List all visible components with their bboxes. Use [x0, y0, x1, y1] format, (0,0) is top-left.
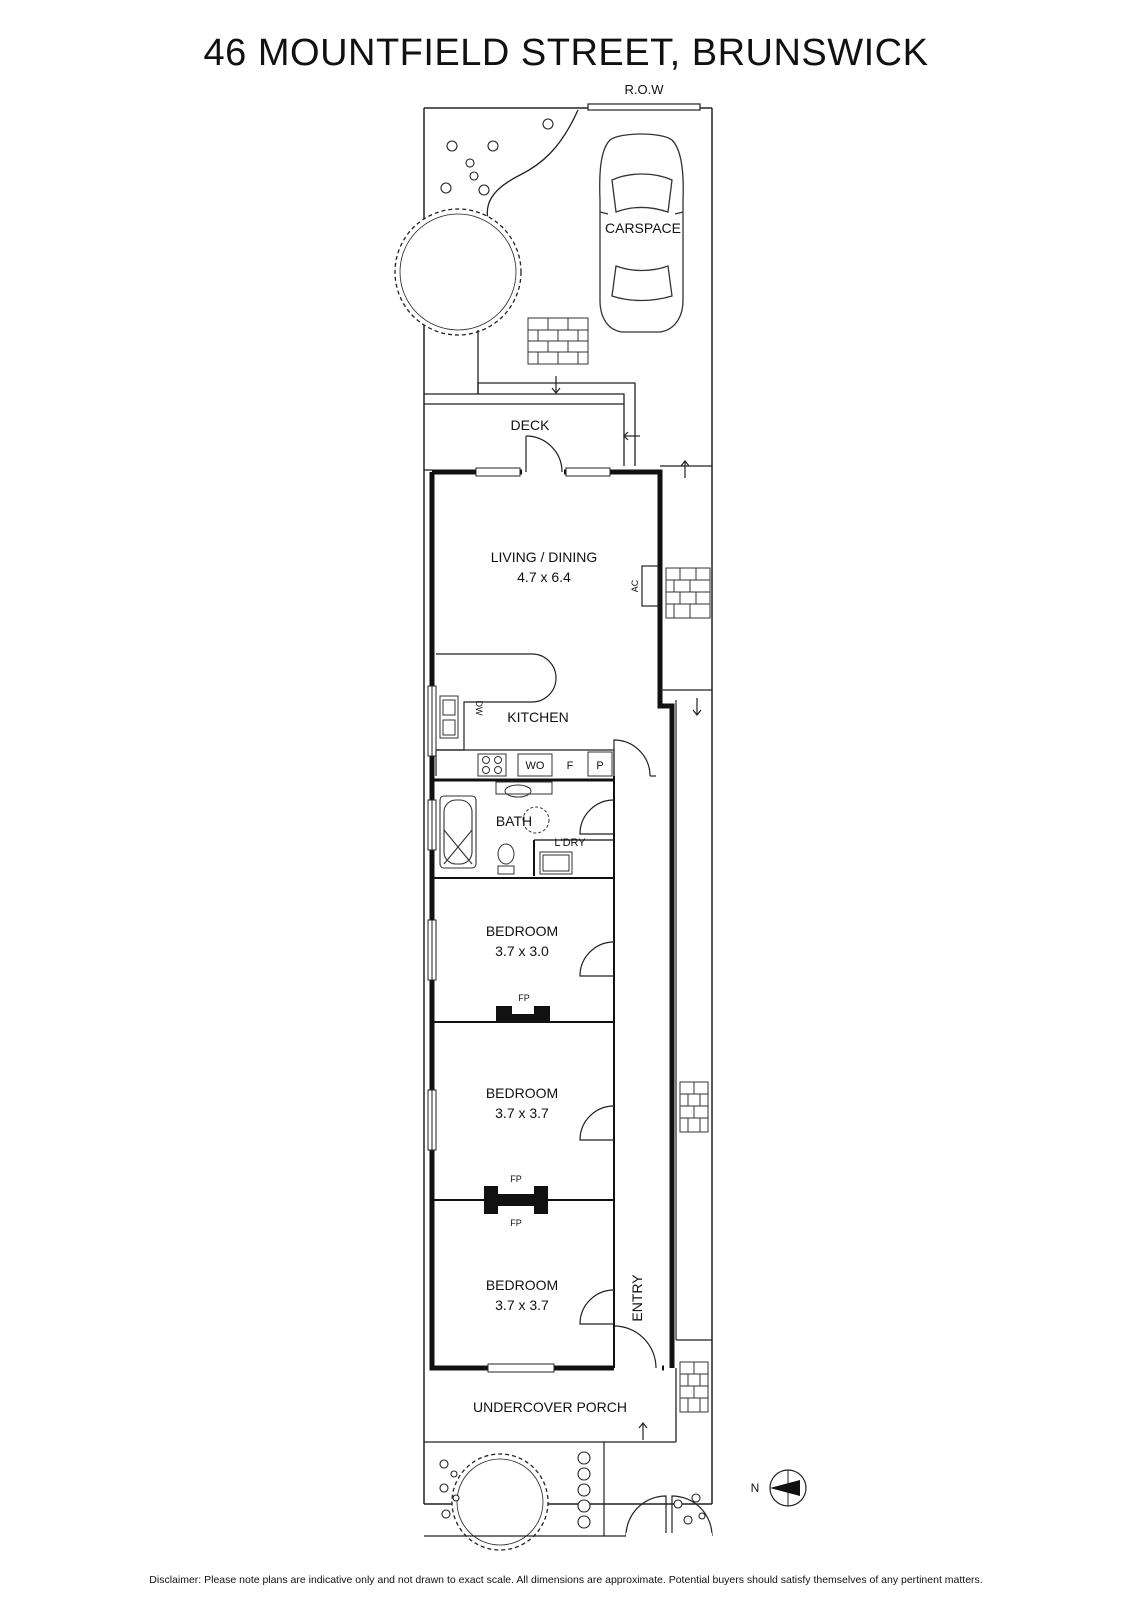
entry-label: ENTRY	[629, 1274, 645, 1322]
door-front	[613, 1325, 662, 1372]
wo-label: WO	[526, 760, 545, 772]
carspace-label: CARSPACE	[605, 220, 681, 236]
compass-label: N	[751, 1481, 760, 1495]
fireplace-bed1	[496, 1006, 550, 1022]
window-bedroom2	[427, 1089, 437, 1151]
shower-icon	[522, 806, 550, 834]
wall-oven	[517, 753, 553, 777]
paver-icon-front	[679, 1361, 709, 1413]
paver-icon-side	[665, 567, 711, 619]
row-label: R.O.W	[625, 82, 665, 97]
front-shrubs	[439, 1451, 706, 1529]
row-gate	[587, 103, 701, 111]
fridge-label: F	[567, 760, 574, 772]
pantry-label: P	[596, 760, 603, 772]
door-rear	[525, 435, 563, 473]
window-bedroom1	[427, 919, 437, 981]
bedroom1-dims: 3.7 x 3.0	[495, 943, 549, 959]
door-kitchen-hall	[613, 739, 656, 777]
window-rear	[475, 467, 611, 477]
front-gate-opening	[626, 1533, 712, 1539]
bedroom2-label: BEDROOM	[486, 1085, 558, 1101]
living-dining-dims: 4.7 x 6.4	[517, 569, 571, 585]
ac-unit	[641, 565, 659, 607]
pantry	[587, 751, 613, 777]
toilet-icon	[497, 843, 515, 875]
compass-icon	[769, 1469, 807, 1507]
vanity	[495, 781, 553, 798]
paver-icon	[527, 317, 589, 365]
tree-front	[451, 1453, 549, 1551]
window-kitchen	[427, 685, 437, 757]
sink-icon	[439, 695, 459, 739]
bedroom1-label: BEDROOM	[486, 923, 558, 939]
car-icon	[599, 133, 684, 333]
bedroom3-dims: 3.7 x 3.7	[495, 1297, 549, 1313]
property-boundary	[423, 107, 713, 1505]
door-bedroom1	[579, 941, 615, 977]
disclaimer-text: Disclaimer: Please note plans are indica…	[149, 1574, 983, 1586]
direction-arrows	[551, 376, 702, 1440]
bedroom2-dims: 3.7 x 3.7	[495, 1105, 549, 1121]
garden-shrubs	[440, 118, 554, 196]
window-bath	[427, 799, 437, 851]
deck-label: DECK	[511, 417, 551, 433]
porch-label: UNDERCOVER PORCH	[473, 1399, 627, 1415]
door-laundry	[579, 799, 615, 835]
dw-label: DW	[474, 701, 484, 716]
laundry-label: L'DRY	[554, 837, 586, 849]
garden-path	[486, 109, 579, 221]
living-dining-label: LIVING / DINING	[491, 549, 598, 565]
plan-title: 46 MOUNTFIELD STREET, BRUNSWICK	[203, 32, 929, 74]
deck	[424, 403, 624, 471]
cooktop-icon	[477, 753, 507, 777]
laundry-tub-icon	[539, 851, 573, 875]
side-passage	[660, 465, 712, 1341]
fp-label-1: FP	[518, 993, 530, 1003]
bedroom3-label: BEDROOM	[486, 1277, 558, 1293]
window-front	[487, 1363, 555, 1373]
bath-label: BATH	[496, 813, 532, 829]
house-walls	[429, 469, 675, 1371]
ac-label: AC	[630, 579, 640, 592]
tree-rear	[394, 208, 522, 394]
door-bedroom2	[579, 1105, 615, 1141]
fp-label-3: FP	[510, 1218, 522, 1228]
paver-icon-side2	[679, 1081, 709, 1133]
door-bedroom3	[579, 1289, 615, 1325]
fp-label-2: FP	[510, 1174, 522, 1184]
kitchen-label: KITCHEN	[507, 709, 568, 725]
bathtub-icon	[439, 795, 477, 869]
front-gate	[625, 1495, 713, 1537]
